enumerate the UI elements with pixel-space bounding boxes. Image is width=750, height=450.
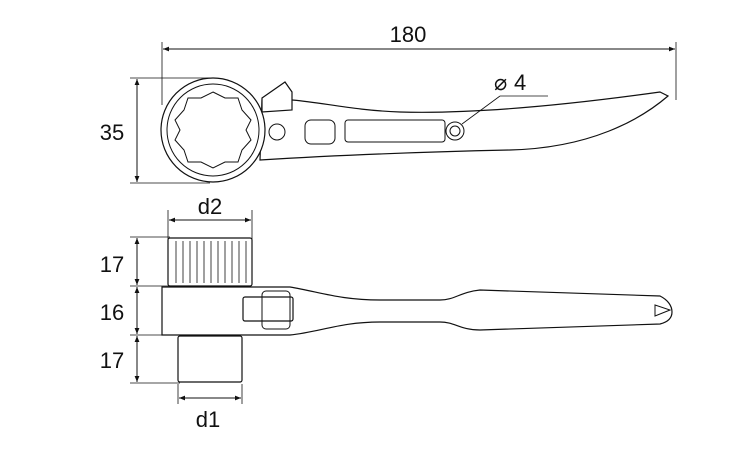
d1-label: d1 <box>196 407 220 432</box>
handle-slot-long <box>344 119 446 143</box>
side-view: d2 17 16 17 <box>100 194 673 432</box>
end-hole-inner <box>449 125 461 137</box>
d2-label: d2 <box>198 194 222 219</box>
end-hole-outer <box>445 121 465 141</box>
wrench-body-side <box>161 286 673 336</box>
pawl-lever <box>261 81 293 113</box>
wrench-body-top <box>259 91 670 161</box>
pivot-hole <box>268 123 286 141</box>
top-view: 180 35 ⌀ 4 <box>100 22 677 184</box>
square-drive <box>177 335 243 383</box>
pawl-housing <box>261 290 291 330</box>
tip-point <box>654 304 672 317</box>
hole-diameter-value: 4 <box>514 70 526 95</box>
overall-length-label: 180 <box>390 22 427 47</box>
ring-head-inner <box>166 83 260 177</box>
hole-leader-line <box>461 95 501 125</box>
twelve-point-socket <box>174 91 252 169</box>
handle-slot-small <box>304 119 336 145</box>
knurl-lines <box>175 241 247 283</box>
ratchet-pawl-block <box>242 296 294 322</box>
hole-diameter-symbol: ⌀ <box>494 70 507 95</box>
head-height-label: 35 <box>100 120 124 145</box>
ring-head-outer <box>160 77 266 183</box>
middle-height-label: 16 <box>100 300 124 325</box>
top-height-label: 17 <box>100 252 124 277</box>
knurled-cap <box>167 237 253 287</box>
bottom-height-label: 17 <box>100 348 124 373</box>
